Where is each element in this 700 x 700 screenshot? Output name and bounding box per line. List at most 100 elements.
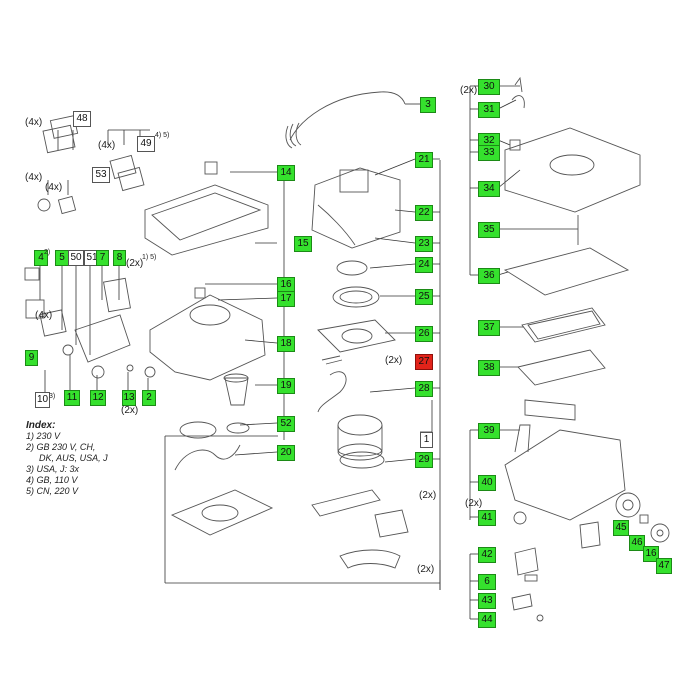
- quantity-label: (2x): [126, 258, 144, 269]
- filter-pad: [37, 198, 51, 212]
- filter-frame-38: [517, 349, 606, 386]
- socket-9: [25, 299, 45, 319]
- leader-line: [384, 458, 416, 463]
- quantity-label: (2x): [460, 85, 478, 96]
- callout-26: 26: [415, 326, 433, 342]
- part-6: [524, 574, 538, 582]
- callout-40: 40: [478, 475, 496, 491]
- leader-line: [374, 158, 416, 176]
- motor-top: [339, 169, 369, 193]
- quantity-label: (2x): [417, 564, 435, 575]
- seal-25-inner: [339, 290, 373, 304]
- quantity-label: (4x): [45, 182, 63, 193]
- knob-12: [91, 365, 105, 379]
- head-opening: [189, 304, 231, 326]
- wheel-45: [615, 492, 641, 518]
- index-title: Index:: [26, 420, 56, 431]
- hose-sleeve: [339, 549, 401, 569]
- part-46: [639, 514, 649, 524]
- callout-43: 43: [478, 593, 496, 609]
- leader-line: [369, 263, 416, 269]
- part-44: [536, 614, 544, 622]
- filter-pad: [117, 166, 145, 192]
- callout-8: 8: [113, 250, 126, 266]
- seal-frame-36: [503, 247, 630, 296]
- callout-9: 9: [25, 350, 38, 366]
- gasket-4x: [39, 309, 67, 337]
- cable: [317, 204, 356, 246]
- part-drawings: [24, 76, 670, 622]
- callout-39: 39: [478, 423, 500, 439]
- cable-28: [317, 371, 347, 413]
- callout-33: 33: [478, 145, 500, 161]
- knob-11: [62, 344, 74, 356]
- gasket-hole: [341, 328, 373, 344]
- quantity-label: (4x): [35, 310, 53, 321]
- screw: [325, 359, 343, 365]
- container-handle: [514, 424, 531, 453]
- leader-line: [217, 297, 278, 301]
- leader-line: [394, 209, 416, 213]
- footnote-marker: 3): [49, 393, 56, 400]
- quantity-label: (4x): [25, 172, 43, 183]
- container-top: [504, 127, 641, 213]
- index-line: DK, AUS, USA, J: [39, 453, 108, 463]
- callout-28: 28: [415, 381, 433, 397]
- callout-29: 29: [415, 452, 433, 468]
- filter-pad: [57, 195, 77, 215]
- screw: [321, 355, 341, 361]
- callout-31: 31: [478, 102, 500, 118]
- callout-7: 7: [96, 250, 109, 266]
- top-lid: [144, 184, 269, 256]
- callout-46: 46: [629, 535, 645, 551]
- callout-27: 27: [415, 354, 433, 370]
- bracket-38: [524, 399, 576, 421]
- part-4: [24, 267, 40, 281]
- footnote-marker: 1) 5): [142, 254, 157, 261]
- motor-bottom: [337, 443, 383, 461]
- head-housing: [149, 294, 266, 381]
- part-31: [511, 95, 525, 109]
- filter-37-inner: [527, 310, 601, 340]
- callout-19: 19: [277, 378, 295, 394]
- leader-line: [244, 339, 278, 344]
- leader-lines: [39, 85, 578, 620]
- leader-line: [497, 139, 511, 146]
- filter-cage-top: [223, 373, 249, 383]
- callout-4: 4: [34, 250, 48, 266]
- callout-52: 52: [277, 416, 295, 432]
- callout-3: 3: [420, 97, 436, 113]
- callout-36: 36: [478, 268, 500, 284]
- callout-16: 16: [643, 546, 659, 562]
- callout-53: 53: [92, 167, 110, 183]
- callout-47: 47: [656, 558, 672, 574]
- filter-pad: [42, 124, 76, 154]
- container-top-opening: [549, 154, 595, 176]
- filter-pad: [109, 154, 137, 180]
- motor-top-ring: [337, 414, 383, 436]
- gasket-plate: [317, 319, 396, 353]
- leader-line: [374, 237, 416, 244]
- power-cord: [289, 91, 406, 141]
- callout-42: 42: [478, 547, 496, 563]
- ring-24: [336, 260, 368, 276]
- grill-block: [374, 509, 409, 538]
- screw-13: [126, 364, 134, 372]
- callout-11: 11: [64, 390, 80, 406]
- bottom-plate: [170, 489, 274, 536]
- callout-44: 44: [478, 612, 496, 628]
- callout-13: 13: [122, 390, 136, 406]
- callout-14: 14: [277, 165, 295, 181]
- cord-wires: [285, 122, 302, 149]
- dirt-container: [504, 429, 626, 521]
- callout-34: 34: [478, 181, 500, 197]
- callout-21: 21: [415, 152, 433, 168]
- callout-25: 25: [415, 289, 433, 305]
- callout-18: 18: [277, 336, 295, 352]
- circuit-board: [103, 277, 131, 313]
- index-line: 5) CN, 220 V: [26, 486, 79, 496]
- control-panel: [74, 314, 131, 363]
